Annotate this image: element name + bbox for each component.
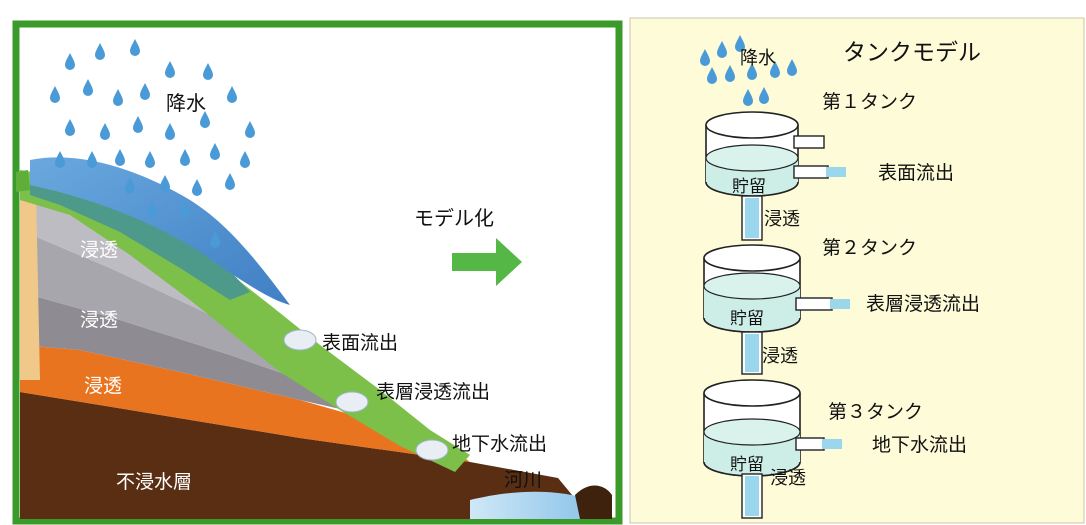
tank-1: 第１タンク 貯留 表面流出 浸透 [705, 91, 954, 241]
subsurface-runoff-label: 表層浸透流出 [376, 381, 490, 403]
tank-3-outflow-water [822, 439, 842, 449]
tank-1-outflow-label: 表面流出 [878, 162, 954, 184]
tank-1-outflow-pipe [793, 165, 829, 179]
groundwater-runoff-flow [415, 439, 449, 461]
blue-surface-water [30, 157, 290, 305]
infiltration-label-1: 浸透 [80, 239, 118, 261]
tank-model-title: タンクモデル [843, 40, 981, 66]
tank-1-name: 第１タンク [822, 91, 917, 113]
tank-3-outflow-pipe [795, 437, 825, 451]
subsurface-runoff-flow [335, 391, 369, 413]
tank-rain-label: 降水 [740, 48, 776, 69]
tank-1-storage: 貯留 [732, 177, 766, 197]
tan-edge [20, 190, 40, 380]
modeling-arrow-icon [452, 238, 522, 286]
impermeable-layer-label: 不浸水層 [116, 471, 192, 493]
tank-3-infiltration: 浸透 [770, 468, 806, 489]
tank-1-water-surface [705, 144, 799, 172]
rain-label: 降水 [166, 91, 206, 115]
tank-2: 第２タンク 貯留 表層浸透流出 浸透 [703, 237, 980, 375]
surface-runoff-label: 表面流出 [322, 332, 398, 354]
tank-2-outflow-pipe [795, 297, 833, 311]
river-label: 河川 [504, 469, 542, 491]
tank-3-storage: 貯留 [730, 455, 764, 475]
tank-2-infiltration: 浸透 [762, 346, 798, 367]
right-panel: タンクモデル 降水 第１タンク 貯留 表面流出 [629, 17, 1085, 524]
green-tip [16, 170, 30, 192]
tank-1-infiltration: 浸透 [764, 209, 800, 230]
infiltration-label-2: 浸透 [80, 309, 118, 331]
orange-layer [20, 345, 470, 462]
tank-3: 第３タンク 貯留 地下水流出 浸透 [703, 379, 967, 519]
tank-1-rim [705, 111, 799, 139]
tank-1-water [706, 158, 798, 196]
tank-1-upper-pipe [793, 135, 825, 149]
tank-2-outflow-water [830, 299, 850, 309]
tank-1-drain-water [745, 198, 759, 238]
tank-2-rim [703, 244, 801, 272]
tank-3-outflow-label: 地下水流出 [872, 434, 967, 456]
river [470, 491, 592, 519]
tank-3-water [704, 432, 800, 476]
tank-3-rim [703, 379, 801, 407]
tank-2-drain-water [745, 334, 759, 372]
tank-1-outflow-water [826, 167, 846, 177]
river-bank [575, 485, 612, 519]
soil-layer [20, 392, 592, 519]
tank-2-outflow-label: 表層浸透流出 [866, 293, 980, 315]
tank-2-water-surface [703, 272, 801, 300]
surface-runoff-flow [283, 329, 317, 351]
infiltration-label-3: 浸透 [84, 375, 122, 397]
tank-3-drain-water [745, 476, 759, 516]
groundwater-runoff-label: 地下水流出 [452, 433, 547, 455]
tank-2-name: 第２タンク [822, 237, 917, 259]
tank-2-storage: 貯留 [730, 309, 764, 329]
tank-3-name: 第３タンク [828, 401, 923, 423]
left-panel: 降水 浸透 浸透 浸透 不浸水層 表面流出 表層浸透流出 地下水流出 河川 モデ… [12, 20, 623, 525]
gray-layer-lower [20, 292, 380, 418]
tank-3-water-surface [703, 418, 801, 446]
modeling-label: モデル化 [414, 206, 494, 230]
teal-band [30, 172, 250, 300]
